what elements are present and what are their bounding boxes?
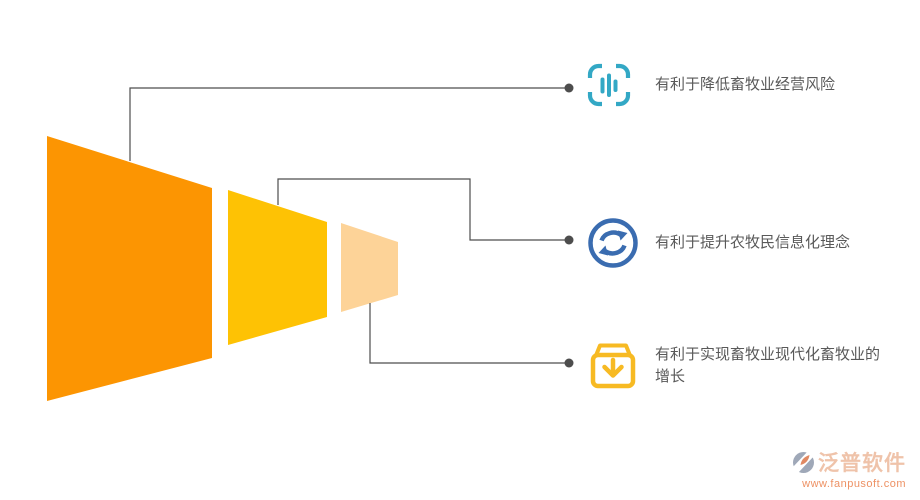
item-modernization-growth: 有利于实现畜牧业现代化畜牧业的增长 <box>587 340 885 392</box>
funnel-segment-2 <box>228 190 327 345</box>
funnel-segment-3 <box>341 223 398 312</box>
logo-name: 泛普软件 <box>818 452 906 475</box>
funnel-segment-1 <box>47 136 212 401</box>
sync-icon <box>588 218 638 268</box>
item-label: 有利于实现畜牧业现代化畜牧业的增长 <box>655 345 881 386</box>
bar-chart-icon <box>587 63 631 107</box>
item-information-concept: 有利于提升农牧民信息化理念 <box>587 217 915 269</box>
item-label: 有利于提升农牧民信息化理念 <box>655 233 851 251</box>
connector-line-1 <box>129 87 565 161</box>
fanpu-logo: 泛普软件 www.fanpusoft.com <box>782 447 906 490</box>
connector-line-3 <box>369 303 566 364</box>
connector-dot-1 <box>564 83 574 93</box>
connector-dot-2 <box>564 235 574 245</box>
fanpu-logo-icon <box>792 450 815 473</box>
item-label: 有利于降低畜牧业经营风险 <box>655 75 836 93</box>
connector-line-2 <box>277 178 565 241</box>
connector-dot-3 <box>564 358 574 368</box>
box-download-icon <box>590 343 636 389</box>
sync-arrowhead-bottom <box>598 245 608 256</box>
item-risk-reduction: 有利于降低畜牧业经营风险 <box>586 62 915 108</box>
sync-arrowhead-top <box>618 230 628 241</box>
logo-url: www.fanpusoft.com <box>802 478 906 490</box>
